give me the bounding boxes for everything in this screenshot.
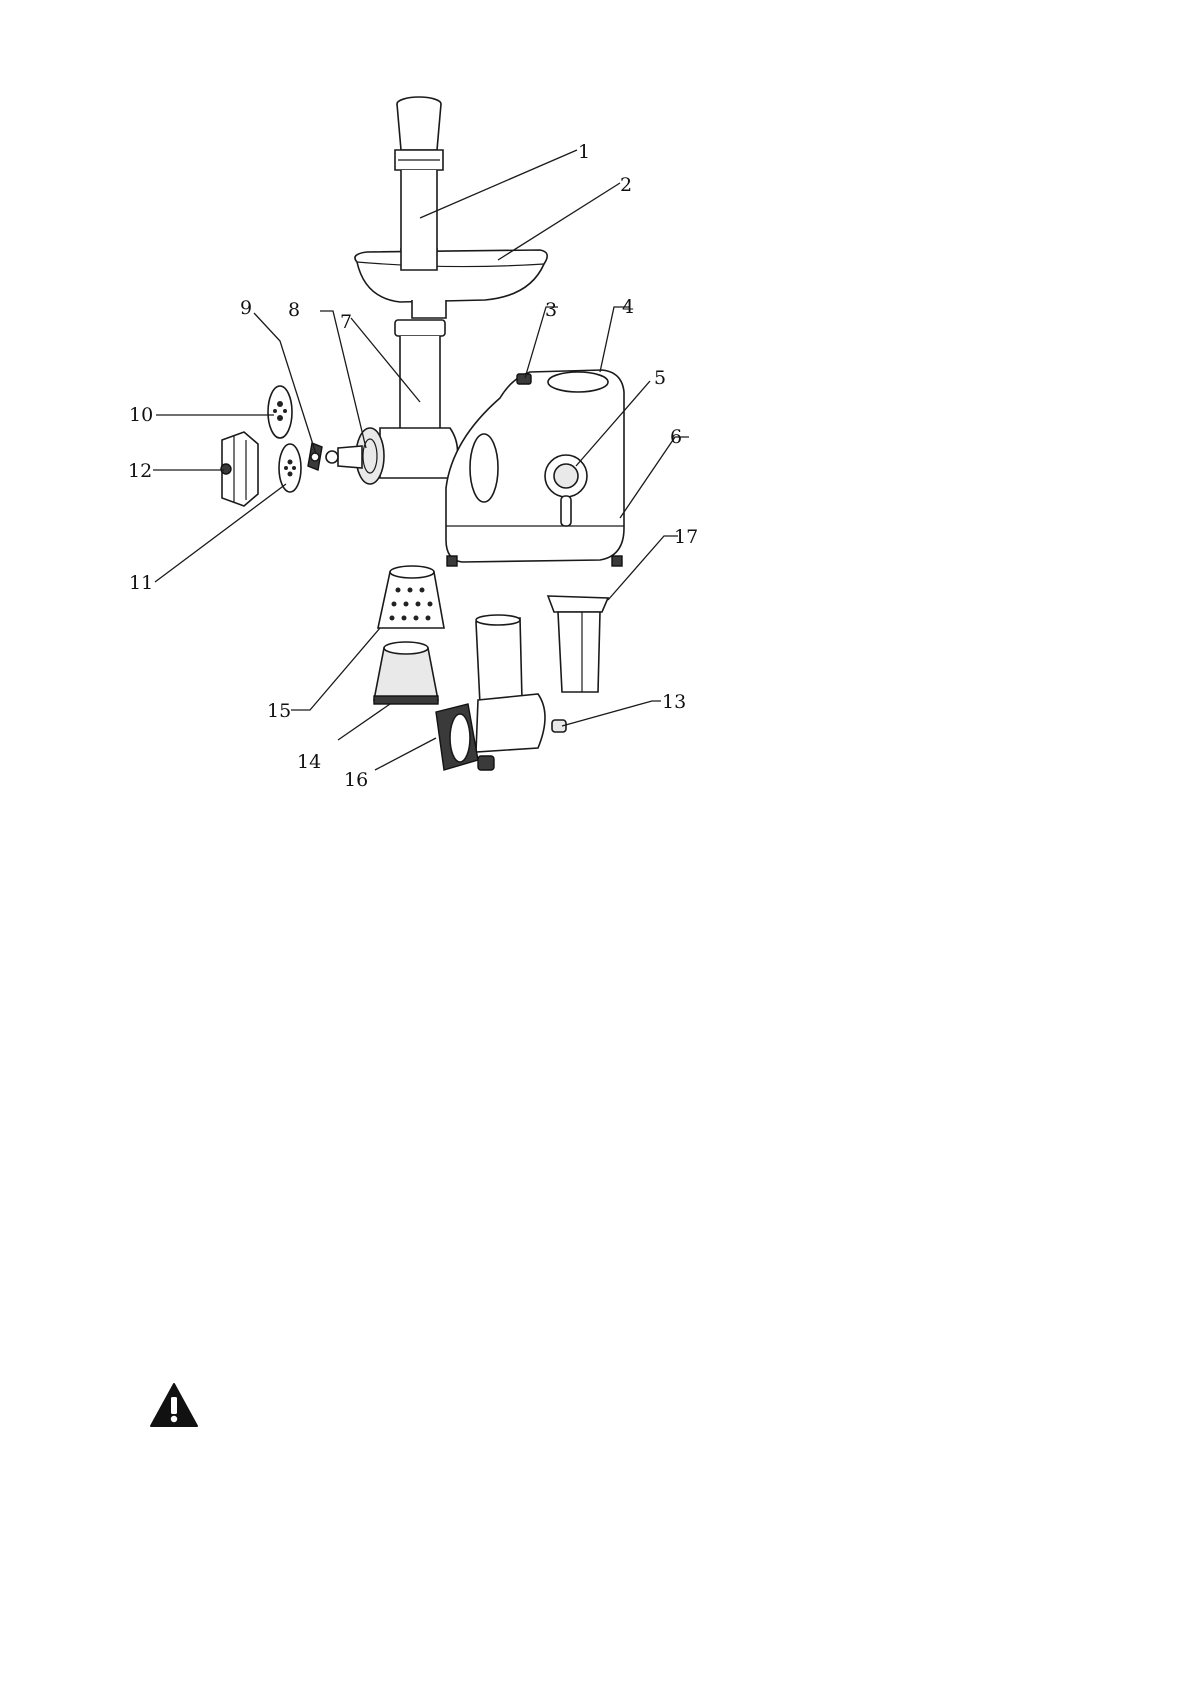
label-3: 3 (545, 299, 557, 321)
label-7: 7 (340, 311, 352, 333)
label-5: 5 (654, 367, 666, 389)
label-15: 15 (267, 700, 291, 722)
part-10-coarse-plate (268, 386, 292, 438)
part-2-tray (355, 248, 547, 318)
part-1-pusher (395, 97, 443, 270)
label-11: 11 (129, 572, 153, 594)
part-17-shredder-pusher (548, 596, 608, 692)
label-4: 4 (622, 296, 634, 318)
part-9-cross-blade (308, 443, 322, 470)
part-7-grinder-head (380, 320, 458, 478)
label-10: 10 (129, 404, 153, 426)
label-12: 12 (128, 460, 152, 482)
label-16: 16 (344, 769, 368, 791)
part-8-auger (326, 428, 384, 484)
label-2: 2 (620, 174, 632, 196)
warning-triangle-icon (150, 1382, 198, 1428)
part-14-grating-drum (374, 642, 438, 704)
part-12-ring-nut (221, 432, 258, 506)
label-8: 8 (288, 299, 300, 321)
part-6-motor-housing (446, 370, 624, 566)
part-3-release-button (517, 374, 531, 384)
label-6: 6 (670, 426, 682, 448)
part-15-slicing-drum (378, 566, 444, 628)
label-9: 9 (240, 297, 252, 319)
label-17: 17 (674, 526, 698, 548)
label-1: 1 (578, 141, 590, 163)
label-13: 13 (662, 691, 686, 713)
part-11-fine-plate (279, 444, 301, 492)
label-14: 14 (297, 751, 321, 773)
part-13-shredder-housing (476, 615, 566, 752)
